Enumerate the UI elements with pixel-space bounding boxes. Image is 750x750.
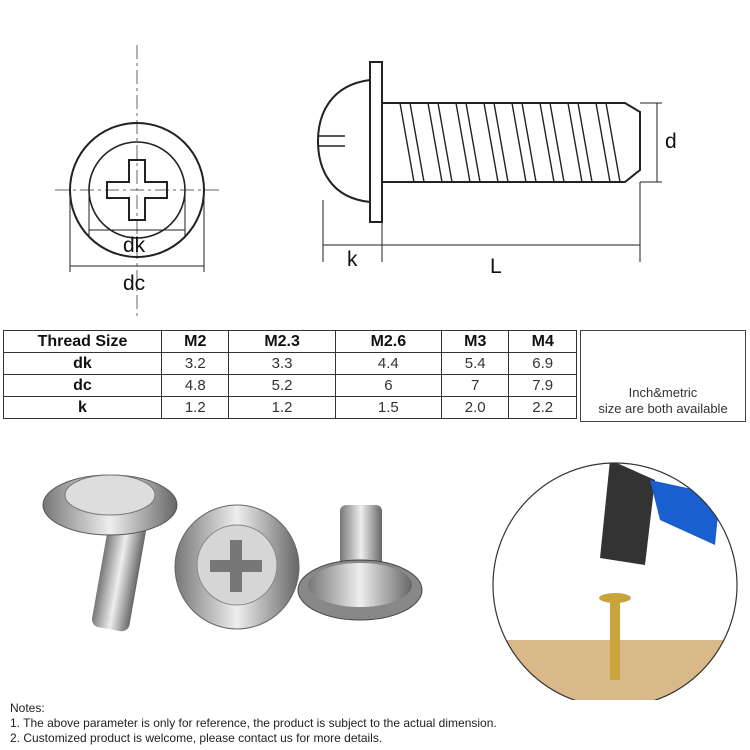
dc-label: dc [123,272,146,295]
table-row: k 1.2 1.2 1.5 2.0 2.2 [3,396,577,419]
cell: 7 [440,374,510,397]
availability-line-1: Inch&metric [628,385,698,400]
k-label: k [347,248,358,271]
header-cell: Thread Size [3,330,162,353]
screw-photo-2 [174,504,300,630]
screw-photo-1 [42,474,178,632]
side-view [316,61,662,262]
header-cell: M3 [440,330,510,353]
table-header-row: Thread Size M2 M2.3 M2.6 M3 M4 [3,330,577,353]
cell: 7.9 [508,374,577,397]
dk-label: dk [123,234,146,257]
spec-table: Thread Size M2 M2.3 M2.6 M3 M4 dk 3.2 3.… [3,330,577,419]
d-label: d [665,130,677,153]
row-label: dc [3,374,162,397]
notes-title: Notes: [10,701,45,715]
notes-section: Notes: 1. The above parameter is only fo… [10,701,497,746]
cell: 4.4 [334,352,442,375]
availability-line-2: size are both available [598,401,728,416]
L-label: L [490,255,502,278]
header-cell: M4 [508,330,577,353]
cell: 2.0 [440,396,510,419]
cell: 6 [334,374,442,397]
cell: 3.3 [228,352,336,375]
technical-drawing [55,45,662,320]
front-view [55,45,220,320]
cell: 2.2 [508,396,577,419]
cell: 4.8 [160,374,230,397]
product-photos [42,462,738,700]
installation-photo [493,463,737,700]
cell: 1.2 [228,396,336,419]
cell: 1.2 [160,396,230,419]
header-cell: M2.3 [228,330,336,353]
table-row: dc 4.8 5.2 6 7 7.9 [3,374,577,397]
header-cell: M2.6 [334,330,442,353]
note-item: 2. Customized product is welcome, please… [10,731,383,745]
table-row: dk 3.2 3.3 4.4 5.4 6.9 [3,352,577,375]
cell: 3.2 [160,352,230,375]
row-label: k [3,396,162,419]
screw-photo-3 [297,505,423,621]
row-label: dk [3,352,162,375]
header-cell: M2 [160,330,230,353]
note-item: 1. The above parameter is only for refer… [10,716,497,730]
cell: 5.2 [228,374,336,397]
cell: 5.4 [440,352,510,375]
cell: 1.5 [334,396,442,419]
cell: 6.9 [508,352,577,375]
